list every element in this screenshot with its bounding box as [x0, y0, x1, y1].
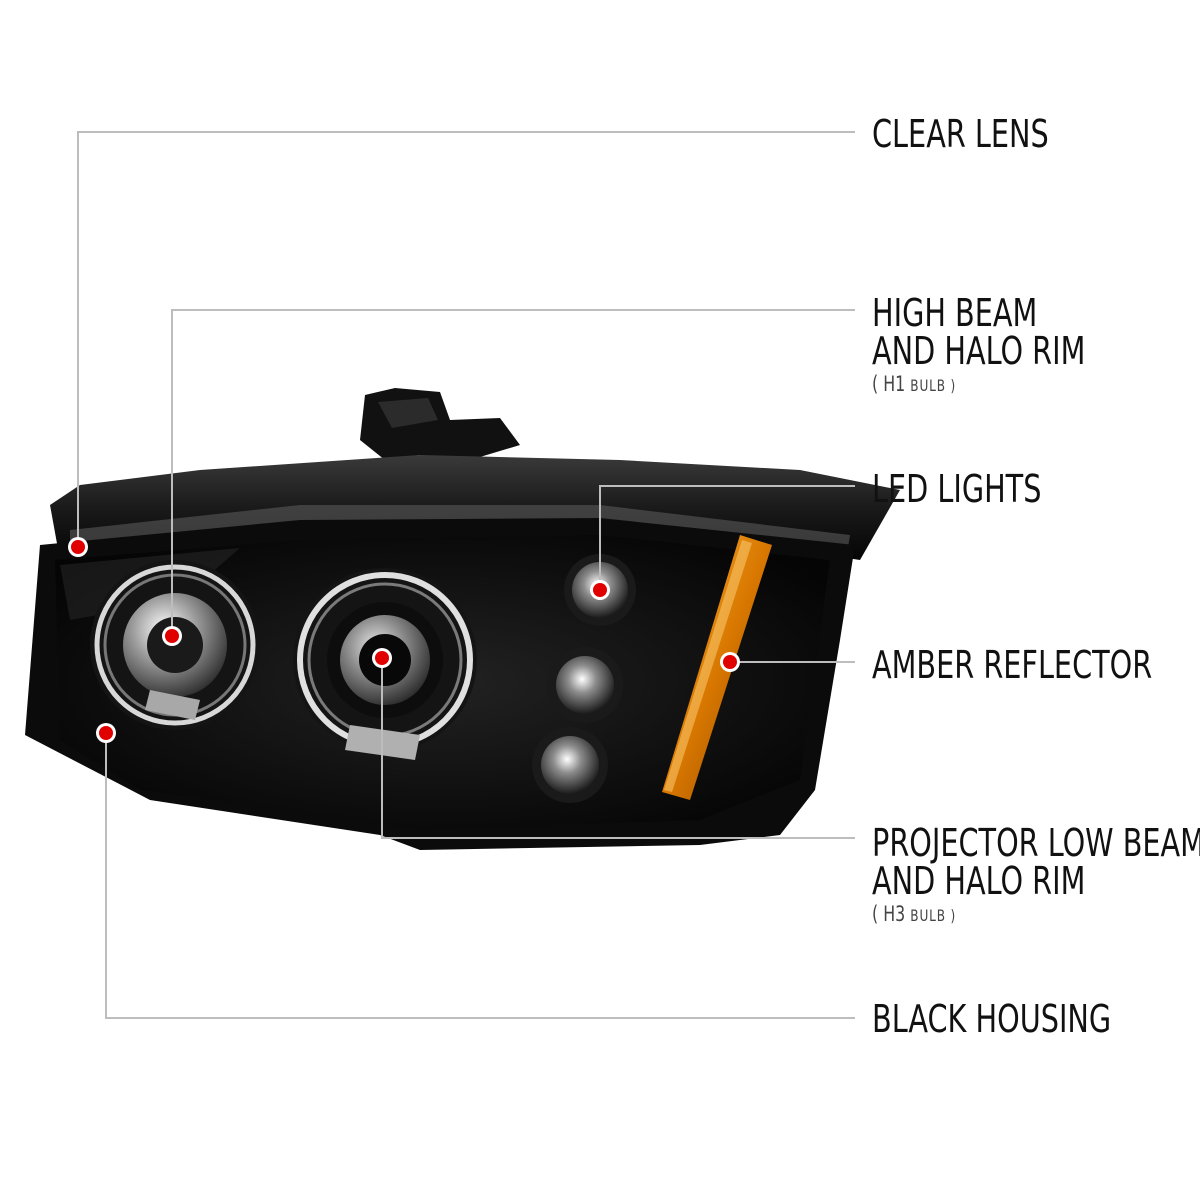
- callout-dot-clear-lens: [68, 537, 88, 557]
- leader-lines: [77, 131, 855, 1019]
- label-high-beam-bulb: ( H1 BULB ): [872, 372, 956, 398]
- amber-reflector-strip: [662, 535, 772, 800]
- leader-line-low-beam: [381, 658, 855, 839]
- label-amber-reflector: AMBER REFLECTOR: [872, 643, 1153, 687]
- label-black-housing: BLACK HOUSING: [872, 997, 1112, 1041]
- label-low-beam-line1: PROJECTOR LOW BEAM: [872, 821, 1200, 865]
- label-high-beam-line2: AND HALO RIM: [872, 329, 1086, 373]
- callout-dot-led-lights: [590, 580, 610, 600]
- leader-line-black-housing: [105, 733, 855, 1019]
- bulb-word-h1: BULB ): [910, 376, 957, 395]
- label-low-beam-bulb: ( H3 BULB ): [872, 902, 956, 928]
- callout-dot-amber-reflector: [720, 652, 740, 672]
- label-led-lights: LED LIGHTS: [872, 467, 1042, 511]
- label-low-beam-line2: AND HALO RIM: [872, 859, 1086, 903]
- label-clear-lens: CLEAR LENS: [872, 112, 1049, 156]
- leader-line-clear-lens: [77, 131, 855, 547]
- bulb-type-h1: ( H1: [872, 372, 906, 396]
- label-high-beam-line1: HIGH BEAM: [872, 291, 1038, 335]
- led-light-cluster: [532, 554, 636, 803]
- callout-dot-low-beam: [372, 648, 392, 668]
- leader-line-high-beam: [171, 309, 855, 636]
- bulb-word-h3: BULB ): [910, 906, 957, 925]
- callout-dot-high-beam: [162, 626, 182, 646]
- callout-dot-black-housing: [96, 723, 116, 743]
- callout-dots: [68, 537, 740, 743]
- bulb-type-h3: ( H3: [872, 902, 906, 926]
- leader-line-led-lights: [599, 485, 855, 590]
